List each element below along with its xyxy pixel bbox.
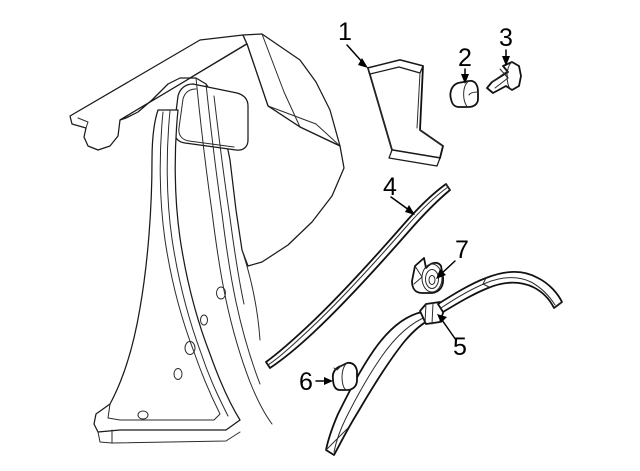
applique-inner-edge [416,72,421,129]
leader-arrow-6 [324,377,333,385]
dome-clip-body [449,79,479,108]
part-6-small-retainer-clip [331,361,358,391]
callout-numbers: 1 2 3 4 5 6 7 [299,18,513,396]
rocker-bottom-flange [97,431,241,444]
part-1-c-pillar-applique-panel [367,59,444,167]
leader-arrow-3 [502,56,510,66]
push-pin-head-ring [506,61,513,91]
rocker-inner-line-1 [119,111,221,421]
applique-lower-corner [419,129,444,147]
leader-arrow-1 [358,58,368,68]
mounting-hole [184,341,196,355]
callout-number-2: 2 [458,44,472,72]
arch-upper-band-inner [440,277,556,309]
push-pin-barb-1 [491,71,509,89]
inner-wheelhouse-arc [241,249,261,341]
arch-upper-band [437,271,563,313]
push-pin-barb-2 [499,68,509,79]
arch-flare-inner-contour [333,315,429,453]
callout-number-3: 3 [499,24,513,52]
retainer-clip-tab [333,365,342,371]
leader-line-7 [440,260,456,275]
quarter-panel-outer-skin [119,43,345,267]
molding-strip-lower-edge [267,186,449,366]
arch-collar-rib-2 [431,302,434,325]
mounting-hole [137,410,149,420]
body-feature-line-1 [195,77,273,425]
leader-line-4 [390,196,410,211]
mounting-hole [200,314,208,326]
molding-strip-end-cap [445,183,451,191]
leader-line-5 [441,319,457,341]
body-feature-line-2 [205,83,261,385]
leader-arrow-5 [437,314,447,323]
arch-collar-rib-1 [424,303,427,324]
callout-number-4: 4 [383,173,397,201]
applique-fold-crease [369,73,393,151]
grommet-ring-mid [425,269,439,289]
grommet-cone-edge [413,265,423,285]
callout-number-7: 7 [455,236,469,264]
body-feature-line-3 [213,95,245,305]
part-5-wheel-arch-flare-molding [325,271,563,456]
rocker-lower-edge [107,403,121,421]
dome-clip-collar [463,80,470,108]
part-3-push-pin-retainer [486,61,522,94]
quarter-window-opening [173,83,249,151]
arch-band-notch [482,277,490,288]
push-pin-body [486,61,522,94]
b-pillar-rocker-section [93,109,241,433]
grommet-ring-inner [428,275,436,285]
leader-arrow-2 [461,74,469,84]
quarter-panel-body-assembly [69,33,345,444]
roof-panel-seam-a [261,33,301,128]
retainer-clip-body [331,361,358,391]
retainer-clip-groove [341,362,348,391]
applique-bottom-flange [388,149,441,167]
callout-number-1: 1 [338,18,352,46]
callout-leaders [315,44,510,385]
roof-rail-inner-edge [71,117,89,129]
arch-band-end-cap [553,301,563,309]
mounting-hole [173,368,183,380]
part-7-conical-grommet-clip [411,257,445,294]
roof-panel-seam-b [267,105,341,147]
grommet-ring-outer [421,263,443,293]
rocker-inner-line-2 [166,110,229,417]
part-2-dome-clip-fastener [449,79,479,108]
part-4-belt-line-molding-strip [265,183,451,369]
arch-flare-main-body [325,311,434,456]
dome-clip-rim [468,91,479,96]
leader-arrow-7 [436,269,446,279]
leader-arrow-4 [405,205,415,215]
arch-flare-tip-fold [325,427,349,451]
callout-number-5: 5 [453,333,467,361]
callout-number-6: 6 [299,368,313,396]
mounting-hole [216,286,226,300]
applique-main-face [367,59,444,159]
quarter-window-inner-trace [178,88,235,148]
